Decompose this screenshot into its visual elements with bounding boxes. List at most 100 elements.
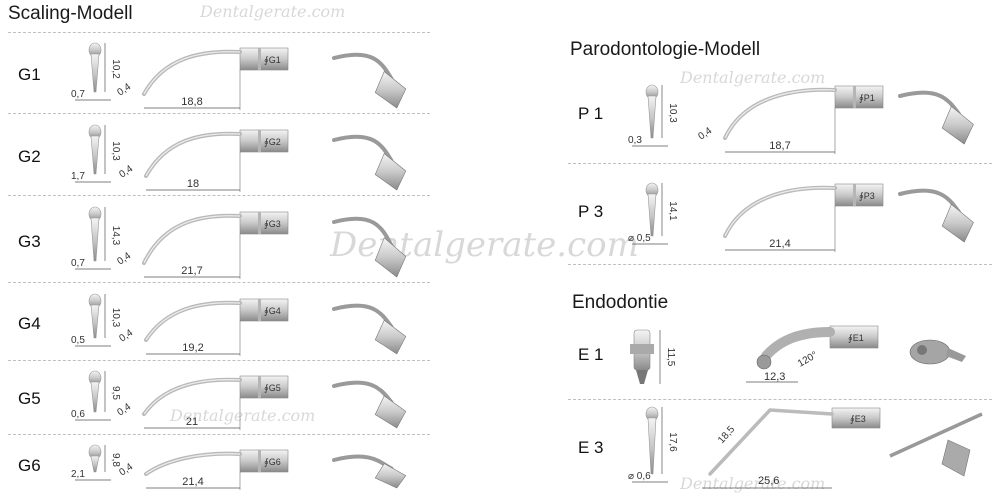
tip-width-dimension: 0,5 bbox=[71, 335, 85, 346]
length-dimension: 18,8 bbox=[181, 96, 202, 108]
height-dimension: 14,1 bbox=[667, 201, 678, 221]
tip-width-dimension: ⌀ 0,6 bbox=[628, 471, 651, 482]
front-view-diagram: 9,82,1 bbox=[71, 444, 121, 481]
handle-ring-shape bbox=[258, 450, 261, 472]
divider bbox=[8, 195, 430, 196]
product-photo bbox=[898, 90, 974, 145]
product-photo bbox=[332, 216, 407, 278]
tip-shaft-shape bbox=[90, 135, 100, 175]
tip-width-dimension: 1,7 bbox=[71, 171, 85, 182]
handle-shape bbox=[239, 298, 289, 322]
side-view-diagram: ∮E1 12,3 120° bbox=[746, 325, 879, 383]
tip-highlight-shape bbox=[145, 453, 241, 475]
front-view-diagram: 9,5 0,6 bbox=[71, 370, 121, 421]
model-code: ∮G3 bbox=[264, 219, 281, 229]
height-dimension: 11,5 bbox=[665, 348, 676, 367]
front-view-diagram: 10,30,3 bbox=[628, 84, 678, 147]
length-dimension: 12,3 bbox=[764, 371, 785, 383]
model-code: ∮G6 bbox=[264, 457, 281, 467]
tip-highlight-shape bbox=[724, 187, 836, 237]
handle-photo-shape bbox=[374, 395, 407, 429]
model-code: ∮E1 bbox=[848, 333, 864, 343]
handle-ring-shape bbox=[258, 48, 261, 70]
height-dimension: 17,6 bbox=[667, 432, 678, 452]
divider bbox=[8, 32, 430, 33]
tip-shaft-shape bbox=[90, 217, 100, 262]
handle-photo-shape bbox=[374, 463, 407, 489]
scaling-section-title: Scaling-Modell bbox=[8, 3, 133, 24]
model-code: ∮G1 bbox=[264, 55, 281, 65]
product-photo bbox=[889, 412, 983, 477]
model-label: G6 bbox=[18, 456, 41, 475]
tip-shaft-shape bbox=[90, 53, 100, 93]
length-dimension: 21,7 bbox=[181, 265, 202, 277]
handle-photo-shape bbox=[941, 203, 974, 243]
model-code: ∮P3 bbox=[859, 191, 875, 201]
tip-highlight-shape bbox=[143, 215, 241, 264]
tip-shaft-shape bbox=[90, 304, 100, 339]
handle-shape bbox=[239, 129, 289, 153]
height-dimension: 14,3 bbox=[110, 226, 121, 246]
divider bbox=[568, 163, 992, 164]
handle-photo-shape bbox=[374, 71, 407, 109]
height-dimension: 10,2 bbox=[110, 59, 121, 79]
handle-ring-shape bbox=[853, 86, 856, 108]
endo-section-title: Endodontie bbox=[572, 292, 669, 313]
divider bbox=[8, 282, 430, 283]
tip-highlight-shape bbox=[145, 302, 241, 341]
model-label: P 1 bbox=[578, 104, 604, 123]
endo-wrench-arm-shape bbox=[946, 348, 966, 362]
model-label: G3 bbox=[18, 231, 41, 251]
tip-highlight-shape bbox=[145, 133, 241, 177]
handle-shape bbox=[239, 375, 289, 399]
length-dimension: 21,4 bbox=[182, 476, 203, 488]
divider bbox=[8, 360, 430, 361]
nut-tip-shape bbox=[636, 370, 648, 384]
height-dimension: 10,3 bbox=[110, 141, 121, 161]
tip-shaft-shape bbox=[647, 417, 657, 475]
length-dimension: 18 bbox=[187, 178, 199, 190]
divider bbox=[568, 399, 992, 400]
product-photo bbox=[332, 52, 407, 109]
height-dimension: 10,3 bbox=[110, 308, 121, 328]
model-code: ∮G5 bbox=[264, 383, 281, 393]
tip-photo-shape bbox=[332, 216, 394, 248]
working-tip-shape bbox=[723, 87, 837, 140]
tip-photo-shape bbox=[889, 412, 983, 458]
handle-shape bbox=[831, 407, 881, 429]
handle-shape bbox=[834, 183, 884, 207]
working-tip-shape bbox=[142, 49, 242, 96]
handle-ring-shape bbox=[258, 212, 261, 234]
handle-shape bbox=[239, 449, 289, 473]
nut-ring-shape bbox=[630, 344, 654, 354]
length-dimension: 19,2 bbox=[182, 342, 203, 354]
handle-ring-shape bbox=[853, 184, 856, 206]
tip-photo-shape bbox=[332, 303, 394, 329]
height-dimension: 9,5 bbox=[110, 386, 121, 400]
handle-photo-shape bbox=[374, 237, 407, 278]
model-label: P 3 bbox=[578, 202, 604, 221]
front-view-diagram: 17,6 ⌀ 0,6 bbox=[628, 406, 678, 483]
length-dimension: 18,7 bbox=[769, 140, 790, 152]
working-tip-shape bbox=[142, 213, 242, 265]
diagonal-dimension: 18,5 bbox=[716, 424, 737, 446]
tip-shaft-shape bbox=[90, 455, 100, 473]
tip-width-dimension: 0,6 bbox=[71, 409, 85, 420]
working-tip-shape bbox=[708, 408, 834, 476]
angle-dimension: 120° bbox=[796, 350, 819, 370]
working-tip-shape bbox=[144, 131, 242, 178]
working-tip-shape bbox=[723, 185, 837, 238]
handle-ring-shape bbox=[258, 376, 261, 398]
front-view-diagram: 14,1⌀ 0,5 bbox=[628, 182, 678, 245]
working-tip-shape bbox=[761, 327, 835, 361]
tip-photo-shape bbox=[332, 134, 394, 163]
endo-wrench-hole-shape bbox=[917, 345, 927, 355]
working-tip-shape bbox=[144, 300, 242, 342]
front-view-diagram: 10,3 1,7 bbox=[71, 124, 121, 183]
model-code: ∮P1 bbox=[859, 93, 875, 103]
tip-width-dimension: 0,3 bbox=[628, 135, 642, 146]
model-code: ∮G2 bbox=[264, 137, 281, 147]
